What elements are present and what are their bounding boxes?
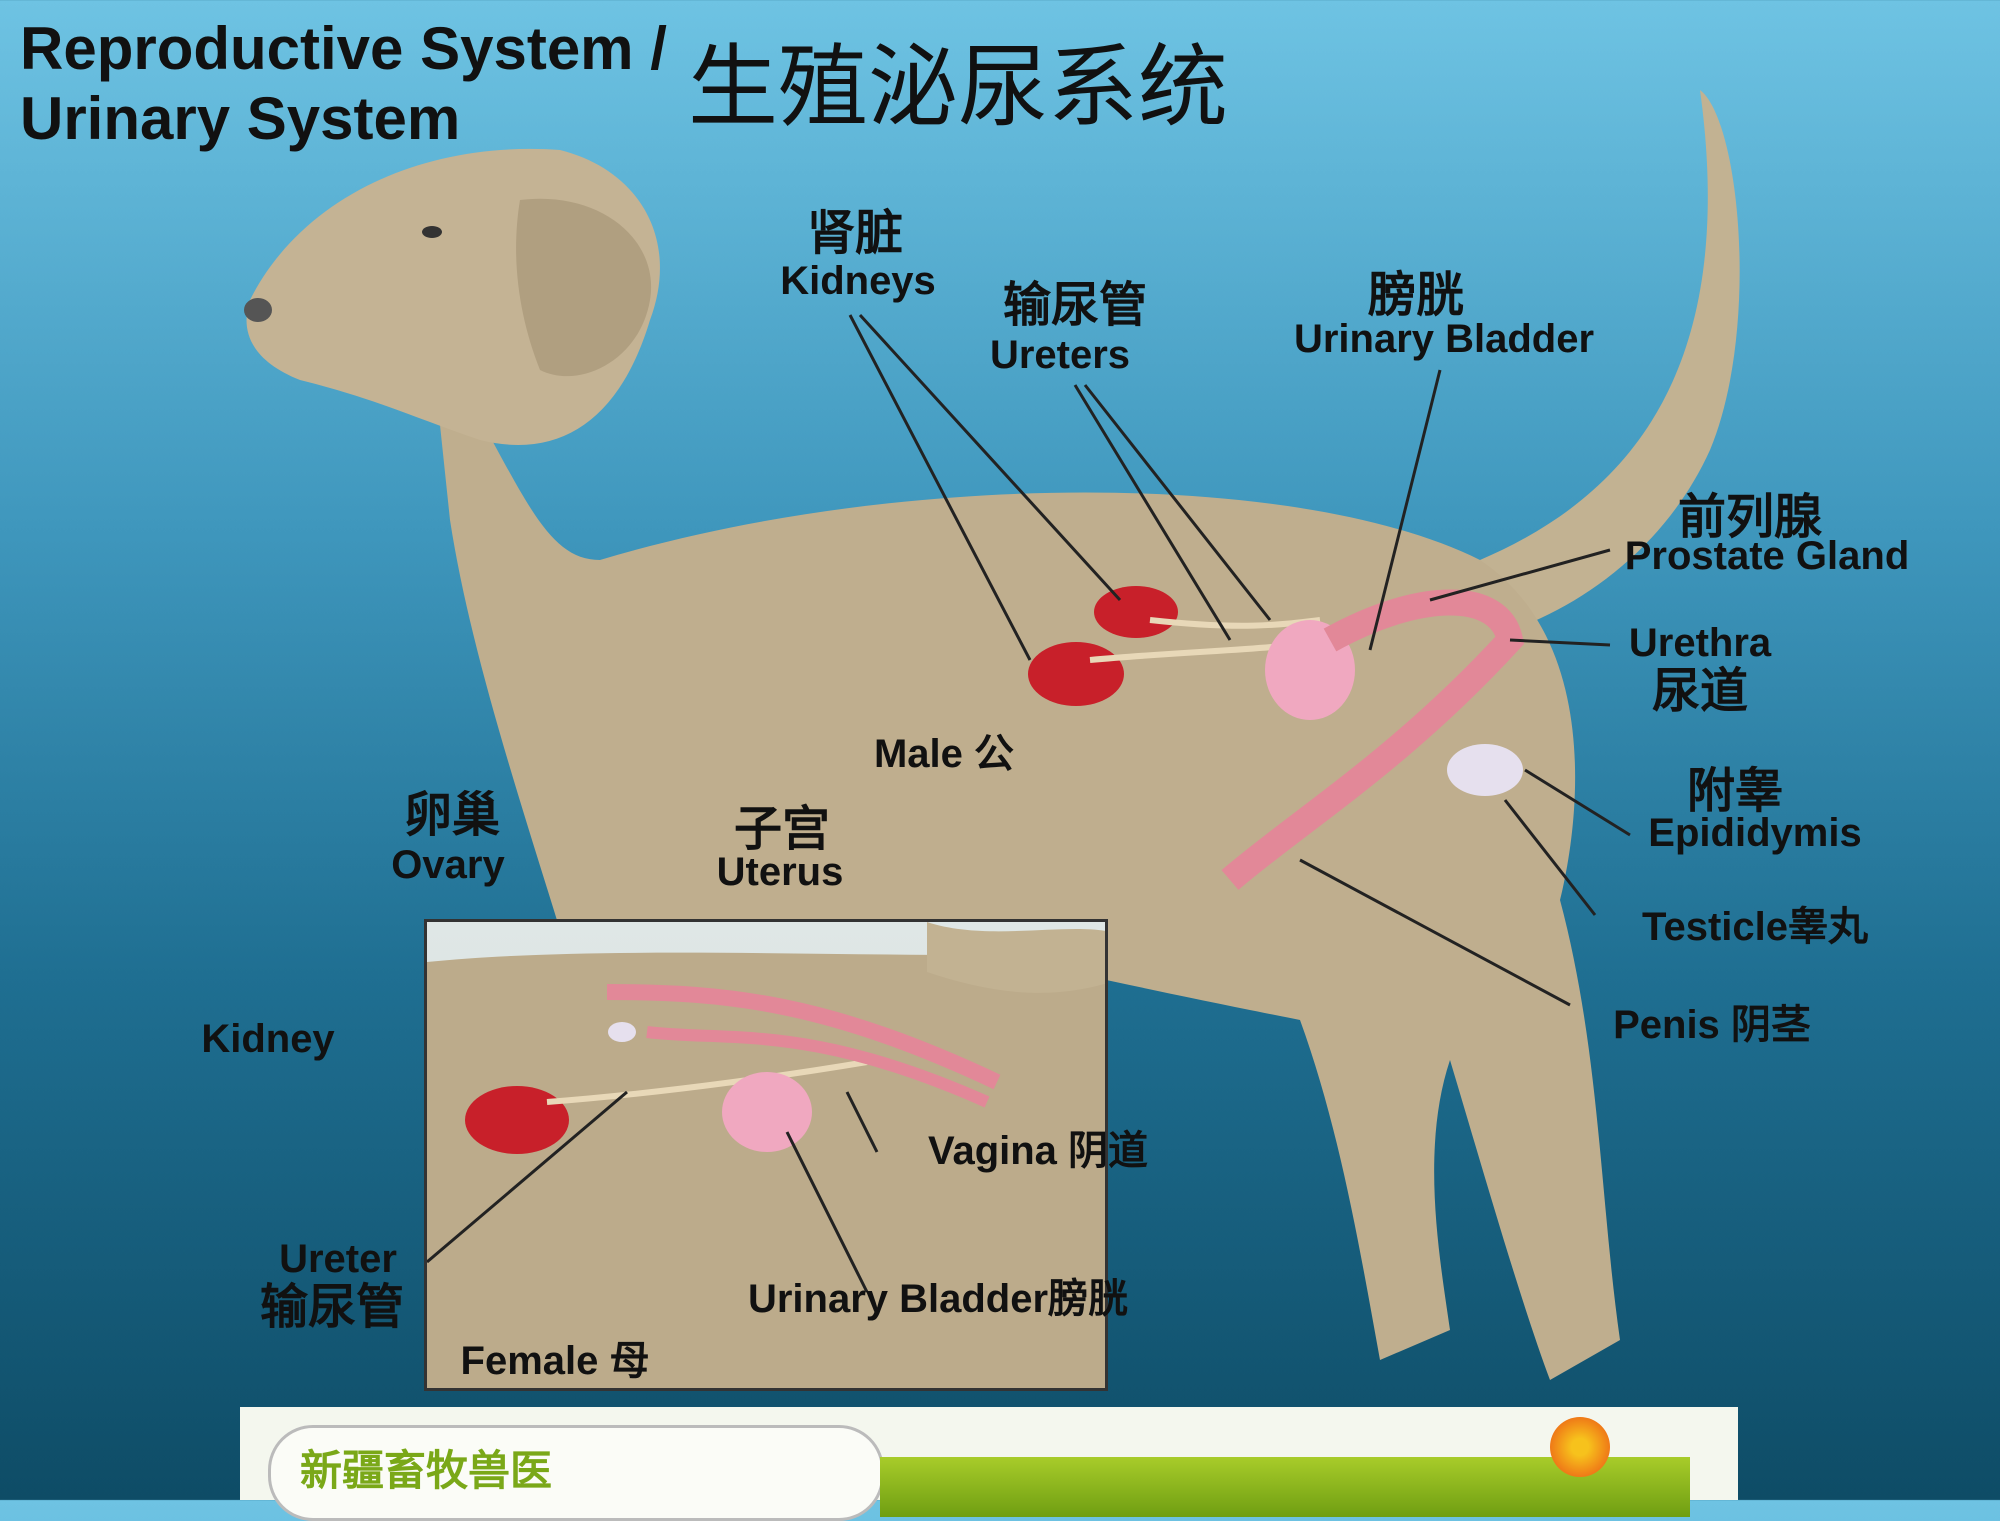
label-uterus-zh: 子宫 <box>733 801 831 857</box>
flower-icon <box>1550 1417 1610 1477</box>
female-anatomy-illustration <box>427 922 1105 1388</box>
label-ureters-zh: 输尿管 <box>1002 277 1148 333</box>
label-vagina: Vagina 阴道 <box>927 1129 1149 1173</box>
dog-tail <box>1480 90 1740 640</box>
ovary-organ <box>608 1022 636 1042</box>
bottom-banner: 新疆畜牧兽医 <box>240 1407 1738 1521</box>
label-ovary-en: Ovary <box>391 843 505 887</box>
label-prostate-en: Prostate Gland <box>1624 534 1910 578</box>
label-ureter-zh: 输尿管 <box>259 1279 405 1335</box>
testicle-organ <box>1447 744 1523 796</box>
dog-body <box>430 330 1620 1380</box>
kidney-organ <box>1094 586 1178 638</box>
dog-nose <box>244 298 272 322</box>
label-ureters-en: Ureters <box>989 333 1131 377</box>
label-ureter-en: Ureter <box>279 1237 397 1281</box>
female-inset-panel <box>424 919 1108 1391</box>
bladder-organ <box>1265 620 1355 720</box>
label-bladder-zh: 膀胱 <box>1367 267 1465 323</box>
uterus-organ <box>606 984 1001 1090</box>
label-epididymis-en: Epididymis <box>1648 811 1862 855</box>
label-kidney: Kidney <box>201 1017 335 1061</box>
label-prostate-zh: 前列腺 <box>1677 489 1823 545</box>
label-urethra-en: Urethra <box>1628 621 1772 665</box>
label-uterus-en: Uterus <box>716 850 844 894</box>
label-male: Male 公 <box>873 732 1015 776</box>
label-bladder-en: Urinary Bladder <box>1293 317 1595 361</box>
label-penis: Penis 阴茎 <box>1613 1003 1811 1047</box>
label-female-bladder: Urinary Bladder膀胱 <box>747 1277 1129 1321</box>
label-kidneys-zh: 肾脏 <box>806 205 904 261</box>
vagina-organ <box>646 1026 990 1108</box>
ureter-tube <box>546 1059 868 1105</box>
dog-ear <box>516 198 652 377</box>
kidney-organ <box>465 1086 569 1154</box>
title-english-line2: Urinary System <box>20 85 461 152</box>
dog-eye <box>422 226 442 238</box>
banner-text: 新疆畜牧兽医 <box>300 1446 553 1495</box>
label-female: Female 母 <box>460 1339 650 1383</box>
kidney-organ <box>1028 642 1124 706</box>
title-chinese: 生殖泌尿系统 <box>688 35 1228 140</box>
label-epididymis-zh: 附睾 <box>1686 763 1784 819</box>
leader-lines <box>848 313 1631 1007</box>
label-testicle: Testicle睾丸 <box>1642 905 1868 949</box>
bladder-organ <box>722 1072 812 1152</box>
urethra-organ <box>1221 589 1525 890</box>
label-kidneys-en: Kidneys <box>780 259 936 303</box>
label-urethra-zh: 尿道 <box>1651 663 1749 719</box>
label-ovary-zh: 卵巢 <box>403 787 501 843</box>
title-english-line1: Reproductive System / <box>20 15 667 82</box>
